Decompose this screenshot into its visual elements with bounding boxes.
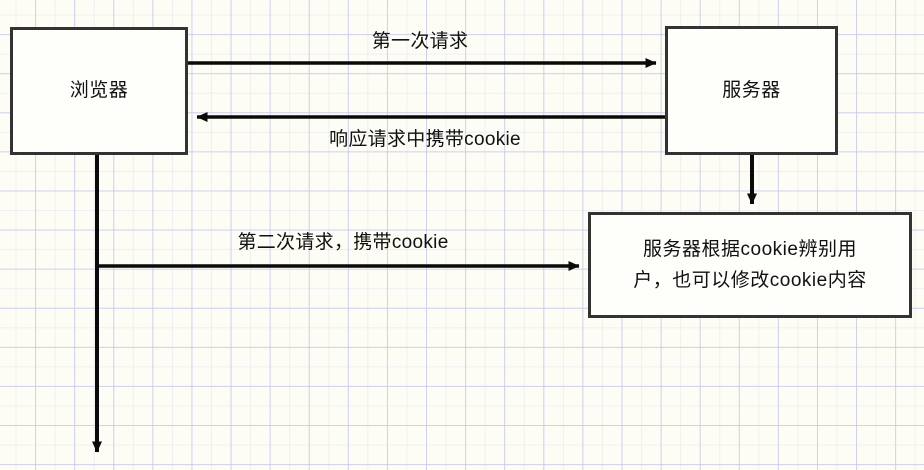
- edge-label-first-request: 第一次请求: [371, 31, 469, 52]
- node-cookie-handler-label: 服务器根据cookie辨别用 户，也可以修改cookie内容: [633, 234, 866, 296]
- node-server[interactable]: 服务器: [665, 26, 838, 155]
- node-cookie-handler-line1: 服务器根据cookie辨别用: [643, 239, 857, 260]
- edge-label-response-cookie: 响应请求中携带cookie: [329, 129, 521, 150]
- node-browser-label: 浏览器: [69, 80, 129, 101]
- node-browser[interactable]: 浏览器: [10, 27, 188, 155]
- edge-label-second-request: 第二次请求，携带cookie: [237, 232, 449, 253]
- node-cookie-handler[interactable]: 服务器根据cookie辨别用 户，也可以修改cookie内容: [588, 212, 912, 318]
- node-cookie-handler-line2: 户，也可以修改cookie内容: [633, 270, 867, 291]
- node-server-label: 服务器: [722, 79, 781, 101]
